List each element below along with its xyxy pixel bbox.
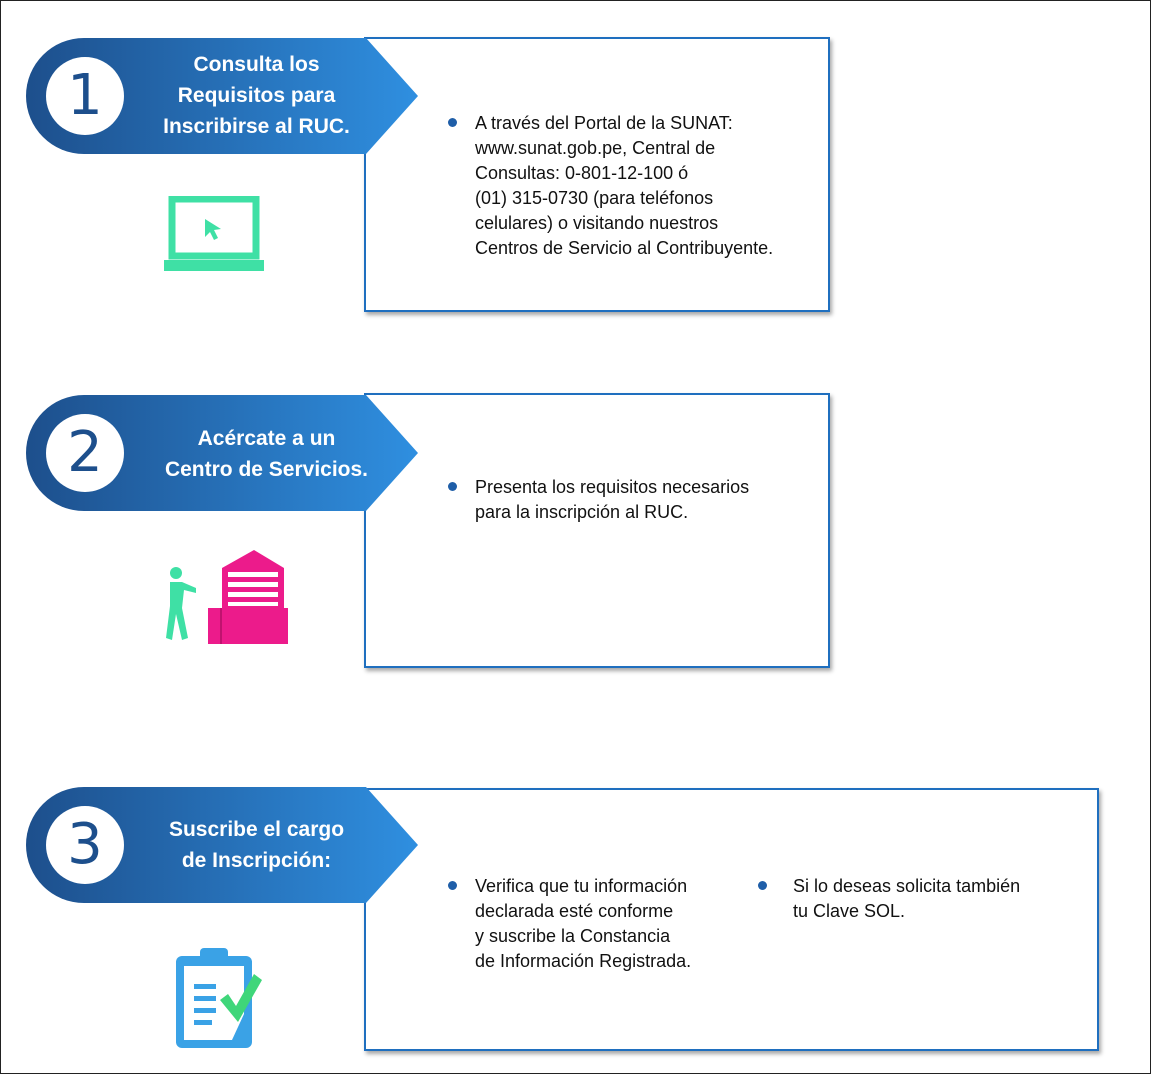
step-3-bullet-2: Si lo deseas solicita también tu Clave S… <box>758 874 1020 924</box>
step-title: Acércate a un Centro de Servicios. <box>164 427 369 481</box>
bullet-text: A través del Portal de la SUNAT: www.sun… <box>475 113 774 258</box>
bullet-dot <box>448 881 457 890</box>
bullet-text: Si lo deseas solicita también tu Clave S… <box>793 876 1021 921</box>
banner-shape <box>26 395 418 511</box>
bullet-dot <box>758 881 767 890</box>
step-number-badge: 2 <box>46 414 124 492</box>
banner-shape <box>26 38 418 154</box>
step-2-box: Presenta los requisitos necesarios para … <box>364 393 830 668</box>
step-1-banner: 1 Consulta los Requisitos para Inscribir… <box>26 38 418 154</box>
step-title: Suscribe el cargo de Inscripción: <box>168 818 345 872</box>
laptop-cursor-icon <box>164 196 264 271</box>
step-title: Consulta los Requisitos para Inscribirse… <box>163 53 350 138</box>
bullet-text: Verifica que tu información declarada es… <box>475 876 692 971</box>
step-2-bullet: Presenta los requisitos necesarios para … <box>448 475 749 525</box>
banner-shape <box>26 787 418 903</box>
step-1-bullet: A través del Portal de la SUNAT: www.sun… <box>448 111 773 261</box>
step-1-box: A través del Portal de la SUNAT: www.sun… <box>364 37 830 312</box>
step-3-box: Verifica que tu información declarada es… <box>364 788 1099 1051</box>
step-3-bullet-1: Verifica que tu información declarada es… <box>448 874 691 974</box>
bullet-dot <box>448 118 457 127</box>
step-number-badge: 1 <box>46 57 124 135</box>
person-building-icon <box>166 550 288 644</box>
step-number-badge: 3 <box>46 806 124 884</box>
step-3-banner: 3 Suscribe el cargo de Inscripción: <box>26 787 418 903</box>
bullet-dot <box>448 482 457 491</box>
step-2-banner: 2 Acércate a un Centro de Servicios. <box>26 395 418 511</box>
clipboard-check-icon <box>176 948 262 1048</box>
bullet-text: Presenta los requisitos necesarios para … <box>475 477 750 522</box>
